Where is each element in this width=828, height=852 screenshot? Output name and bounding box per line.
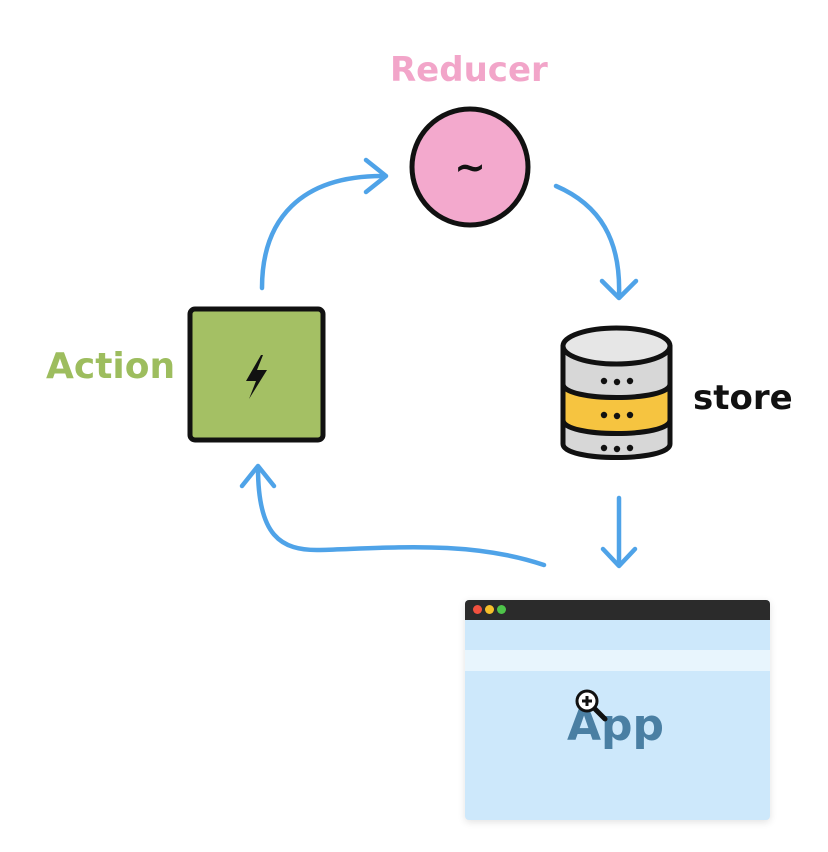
minimize-dot-icon — [485, 605, 494, 614]
arrowhead-app-to-action — [239, 463, 277, 489]
arrow-reducer-to-store — [553, 183, 622, 299]
arrowhead-action-to-reducer — [363, 157, 389, 195]
database-icon — [560, 325, 673, 460]
app-toolbar-band — [465, 650, 770, 671]
maximize-dot-icon — [497, 605, 506, 614]
zoom-in-icon — [575, 689, 608, 722]
arrow-action-to-reducer — [259, 173, 388, 291]
app-window: App — [465, 600, 770, 820]
action-node — [187, 306, 326, 443]
reducer-node: ~ — [409, 106, 531, 228]
reducer-label: Reducer — [390, 50, 548, 90]
arrowhead-reducer-to-store — [599, 278, 639, 301]
reducer-symbol: ~ — [454, 145, 486, 189]
app-titlebar — [465, 600, 770, 620]
arrow-app-to-action — [255, 465, 547, 568]
close-dot-icon — [473, 605, 482, 614]
action-label: Action — [46, 346, 176, 387]
arrowhead-store-to-app — [600, 546, 638, 569]
store-label: store — [693, 378, 793, 418]
lightning-bolt-icon — [246, 355, 267, 399]
